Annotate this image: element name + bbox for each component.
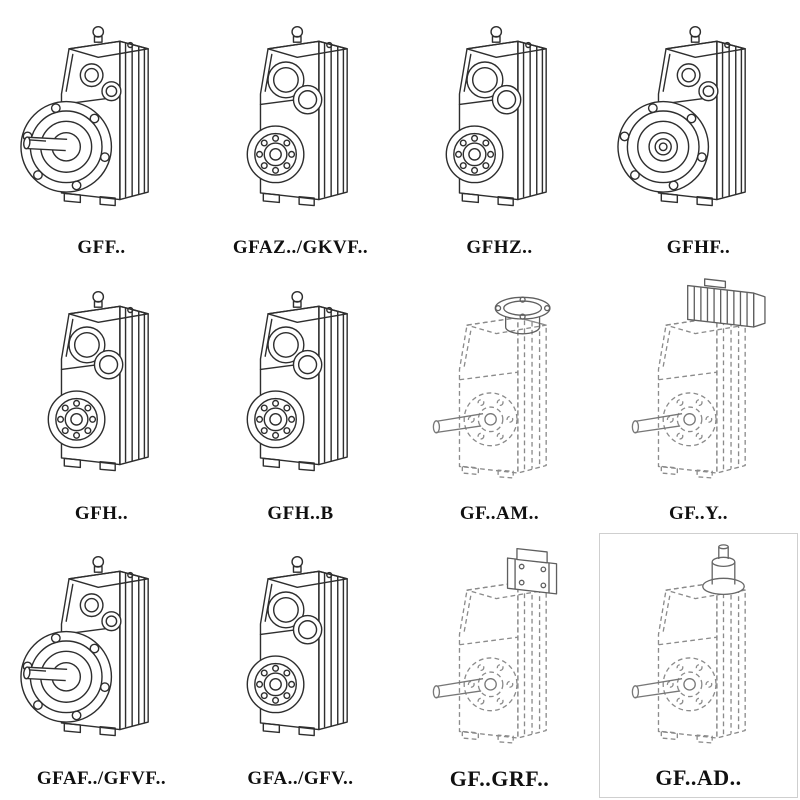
catalog-item-label: GF..AD.. — [655, 765, 742, 790]
catalog-item: GFHZ.. — [400, 2, 599, 267]
catalog-item: GFF.. — [2, 2, 201, 267]
gf-ad-gearbox-drawing — [600, 534, 797, 765]
gfa-gfv-gearbox-drawing — [201, 533, 400, 766]
catalog-item: GF..AM.. — [400, 267, 599, 532]
catalog-item: GFA../GFV.. — [201, 533, 400, 798]
catalog-item-label: GF..GRF.. — [449, 766, 550, 791]
gearbox-line-art — [415, 13, 585, 225]
gearbox-line-art — [415, 278, 585, 490]
catalog-item-label: GFAF../GFVF.. — [36, 768, 167, 789]
gfhz-gearbox-drawing — [400, 2, 599, 235]
gfaz-gkvf-gearbox-drawing — [201, 2, 400, 235]
catalog-item-label: GFAZ../GKVF.. — [232, 237, 369, 259]
gf-am-gearbox-drawing — [400, 267, 599, 500]
gearbox-line-art — [614, 543, 784, 755]
catalog-item: GF..GRF.. — [400, 533, 599, 798]
catalog-item-label: GF..Y.. — [668, 502, 729, 524]
catalog-item-label: GFF.. — [77, 237, 126, 259]
gearbox-line-art — [216, 13, 386, 225]
gff-gearbox-drawing — [2, 2, 201, 235]
catalog-item-label: GFH..B — [267, 502, 334, 524]
catalog-item-label: GFHF.. — [666, 237, 731, 259]
gearbox-line-art — [216, 543, 386, 755]
gearbox-line-art — [17, 278, 187, 490]
gf-y-gearbox-drawing — [599, 267, 798, 500]
gfaf-gfvf-gearbox-drawing — [2, 533, 201, 766]
catalog-item-label: GF..AM.. — [459, 502, 540, 524]
catalog-item-label: GFA../GFV.. — [247, 768, 354, 789]
catalog-item: GFH.. — [2, 267, 201, 532]
catalog-item: GF..Y.. — [599, 267, 798, 532]
catalog-item: GFHF.. — [599, 2, 798, 267]
gfh-gearbox-drawing — [2, 267, 201, 500]
gearbox-line-art — [415, 543, 585, 755]
gearbox-line-art — [17, 13, 187, 225]
catalog-item: GFAZ../GKVF.. — [201, 2, 400, 267]
catalog-item: GF..AD.. — [599, 532, 798, 798]
gearbox-line-art — [614, 13, 784, 225]
gearbox-line-art — [17, 543, 187, 755]
gf-grf-gearbox-drawing — [400, 533, 599, 766]
gfhf-gearbox-drawing — [599, 2, 798, 235]
catalog-item: GFAF../GFVF.. — [2, 533, 201, 798]
catalog-item: GFH..B — [201, 267, 400, 532]
catalog-item-label: GFHZ.. — [466, 237, 533, 259]
gearbox-line-art — [614, 278, 784, 490]
catalog-item-label: GFH.. — [74, 502, 129, 524]
gfh-b-gearbox-drawing — [201, 267, 400, 500]
gearbox-line-art — [216, 278, 386, 490]
